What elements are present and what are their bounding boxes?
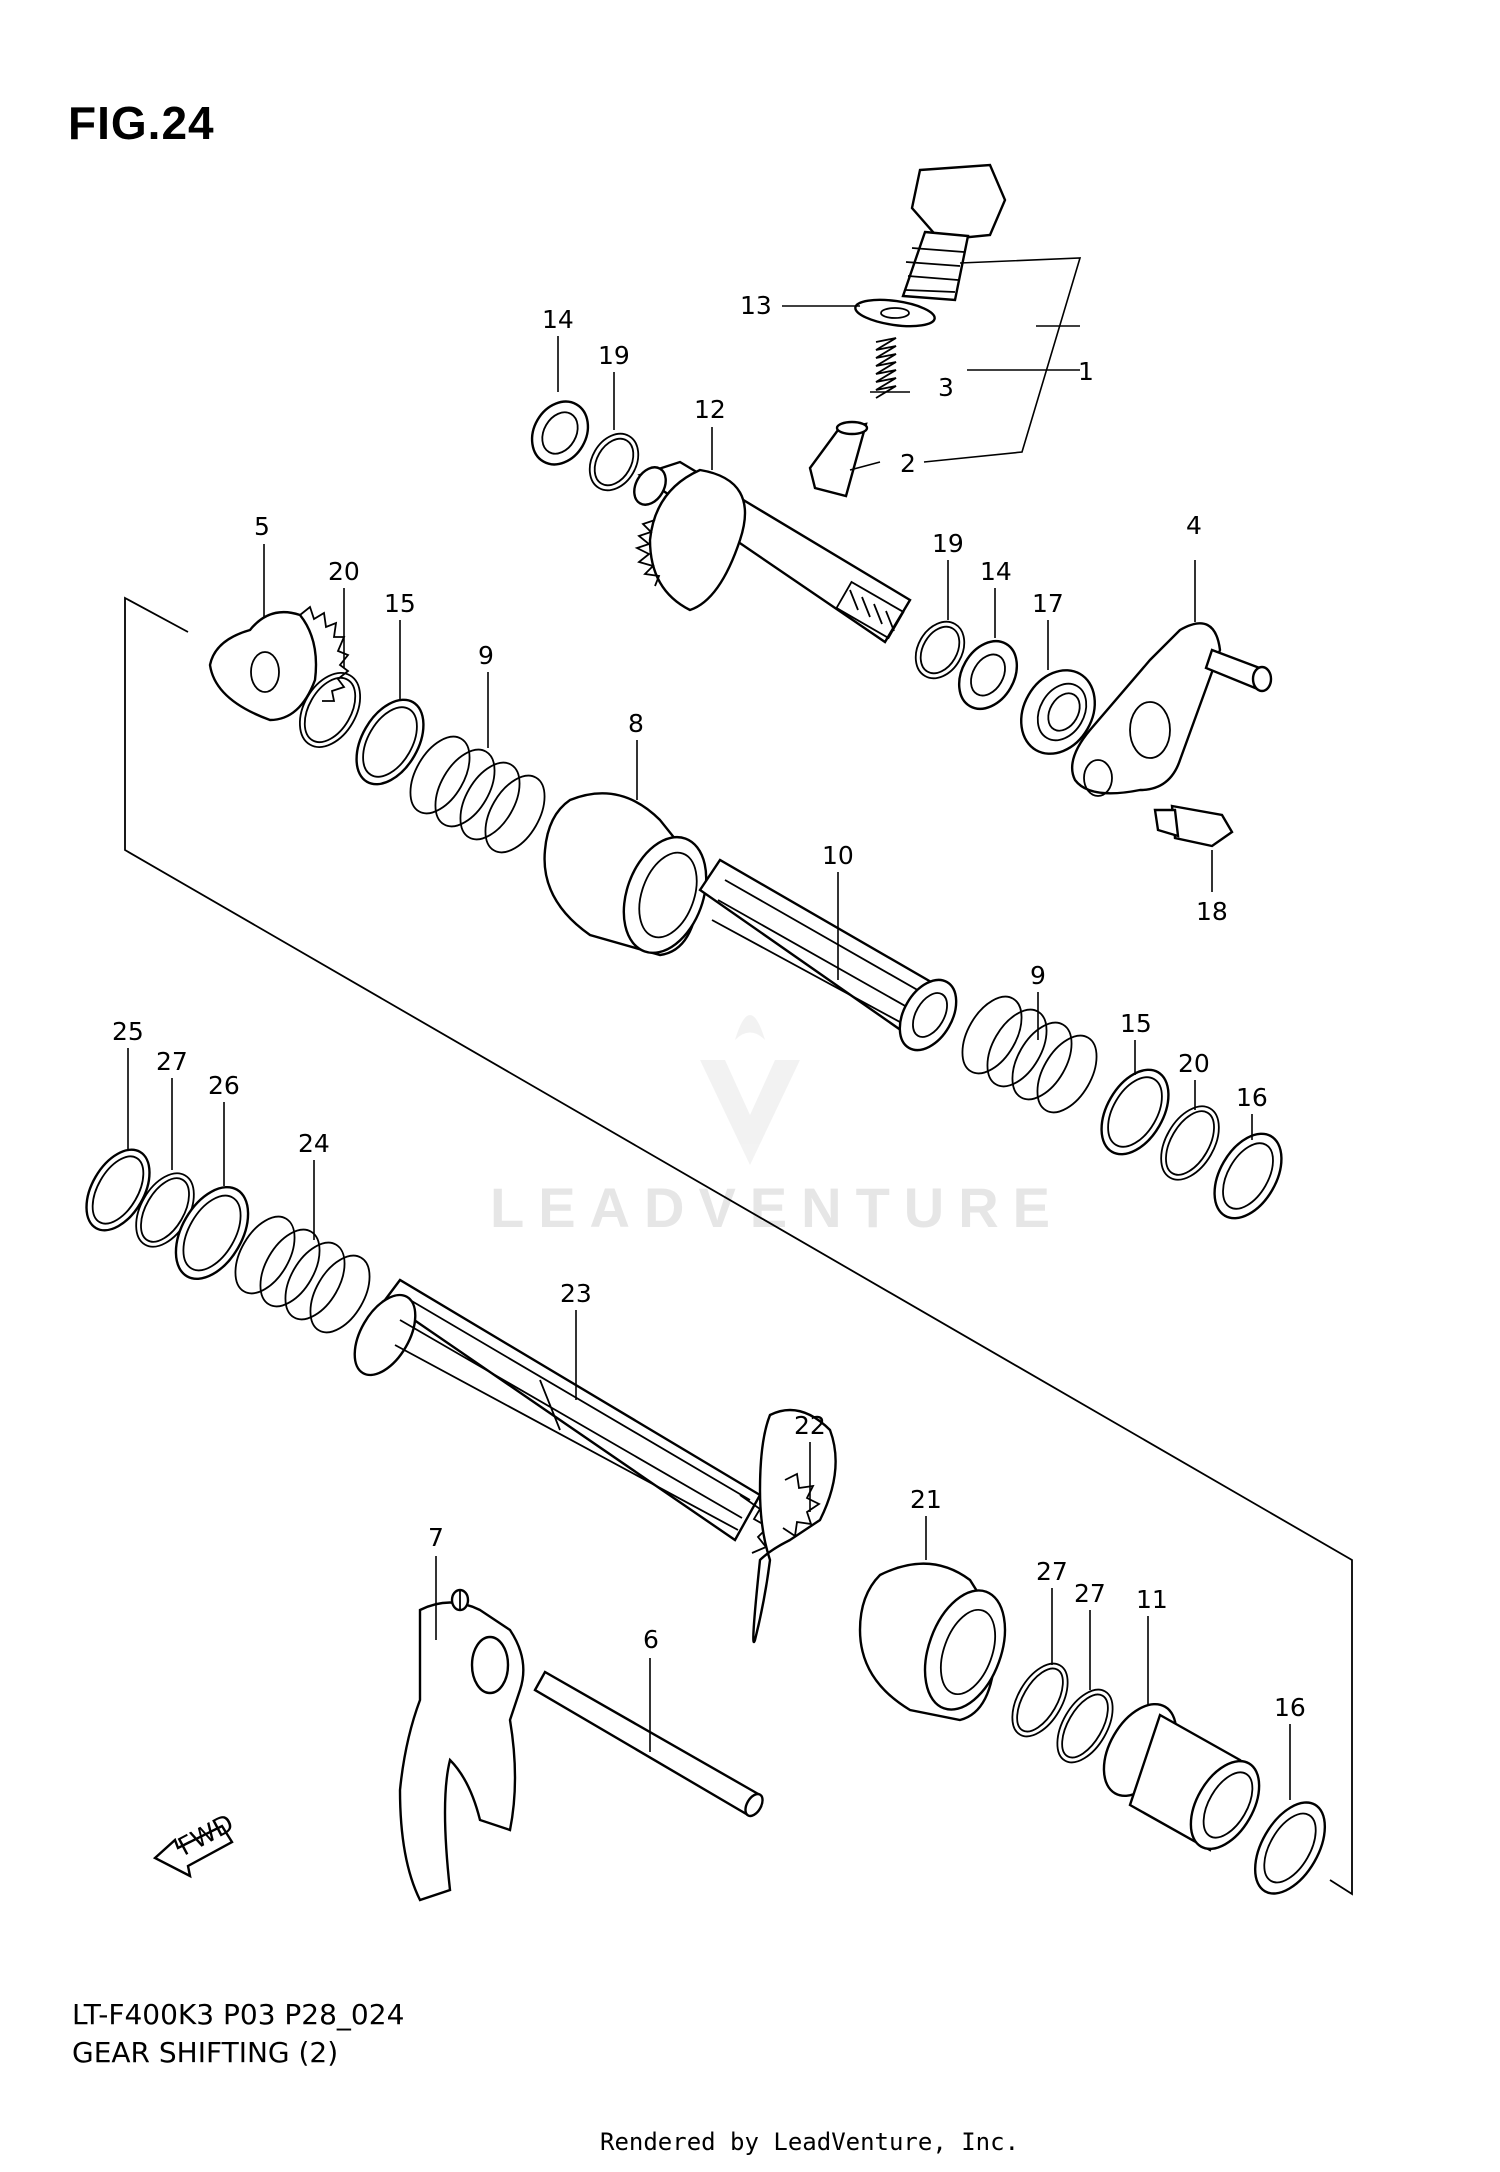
part-8-collar <box>543 792 708 957</box>
callout-20-upper: 20 <box>328 557 360 586</box>
callout-26: 26 <box>208 1071 240 1100</box>
render-credit: Rendered by LeadVenture, Inc. <box>600 2128 1020 2156</box>
callout-4: 4 <box>1186 511 1202 540</box>
part-26-washer <box>174 1185 250 1281</box>
callout-22: 22 <box>794 1411 826 1440</box>
callout-13: 13 <box>740 291 772 320</box>
callout-16-bottom: 16 <box>1274 1693 1306 1722</box>
part-20-circlip-right <box>1160 1105 1220 1181</box>
assembly-outline <box>124 596 1353 1896</box>
part-21-collar <box>858 1562 1007 1722</box>
part-12-shift-shaft <box>633 460 912 644</box>
callout-8: 8 <box>628 709 644 738</box>
part-9-spring-right <box>961 995 1098 1114</box>
model-code: LT-F400K3 P03 P28_024 <box>72 1998 405 2031</box>
callout-2: 2 <box>900 449 916 478</box>
part-3-spring <box>875 337 897 399</box>
part-18-bolt <box>1153 804 1234 848</box>
part-16-washer-mid <box>1213 1132 1283 1220</box>
callout-7: 7 <box>428 1523 444 1552</box>
callout-5: 5 <box>254 512 270 541</box>
part-4-shift-arm <box>1070 622 1273 797</box>
part-15-washer-right <box>1100 1068 1170 1156</box>
figure-caption: GEAR SHIFTING (2) <box>72 2036 339 2069</box>
callout-14-upper: 14 <box>542 305 574 334</box>
part-19-circlip-top <box>588 432 640 492</box>
callout-24: 24 <box>298 1129 330 1158</box>
part-14-washer-mid <box>957 640 1019 710</box>
callout-18: 18 <box>1196 897 1228 926</box>
part-9-spring-left <box>409 735 546 854</box>
part-11-bushing <box>1102 1702 1261 1852</box>
part-23-shaft <box>353 1278 770 1554</box>
part-10-shaft <box>698 858 958 1052</box>
part-27-circlip-a <box>1011 1662 1069 1738</box>
part-24-spring <box>234 1215 371 1334</box>
part-25-washer <box>85 1148 151 1232</box>
callout-27-bottom-a: 27 <box>1036 1557 1068 1586</box>
part-7-shift-fork <box>398 1588 525 1902</box>
part-16-washer-bottom <box>1253 1801 1327 1895</box>
callout-21: 21 <box>910 1485 942 1514</box>
callout-9-lower: 9 <box>1030 961 1046 990</box>
callout-27-bottom-b: 27 <box>1074 1579 1106 1608</box>
callout-12: 12 <box>694 395 726 424</box>
part-19-circlip-mid <box>914 620 966 680</box>
part-1-bolt <box>901 163 1007 302</box>
callout-19-mid: 19 <box>932 529 964 558</box>
callout-20-lower: 20 <box>1178 1049 1210 1078</box>
part-6-rod <box>533 1670 764 1818</box>
watermark-text: LEADVENTURE <box>490 1176 1065 1239</box>
callout-19-upper: 19 <box>598 341 630 370</box>
callout-1: 1 <box>1078 357 1094 386</box>
callout-labels: 1 2 3 4 5 6 7 8 9 9 10 11 12 13 14 14 15… <box>112 291 1306 1861</box>
callout-16-mid: 16 <box>1236 1083 1268 1112</box>
part-17-bearing <box>1020 669 1096 755</box>
callout-27-left: 27 <box>156 1047 188 1076</box>
callout-9-upper: 9 <box>478 641 494 670</box>
callout-11: 11 <box>1136 1585 1168 1614</box>
watermark-logo <box>700 1015 800 1165</box>
leader-lines <box>127 336 1291 1800</box>
callout-15-lower: 15 <box>1120 1009 1152 1038</box>
part-27-circlip-b <box>1056 1688 1114 1764</box>
part-14-washer-top <box>530 400 590 466</box>
callout-17: 17 <box>1032 589 1064 618</box>
part-22-stopper-plate <box>752 1408 837 1644</box>
callout-3: 3 <box>938 373 954 402</box>
callout-15-upper: 15 <box>384 589 416 618</box>
part-2-plunger <box>808 420 869 498</box>
part-15-washer-left <box>355 698 425 786</box>
callout-25: 25 <box>112 1017 144 1046</box>
figure-title: FIG.24 <box>68 97 215 149</box>
callout-14-mid: 14 <box>980 557 1012 586</box>
callout-23: 23 <box>560 1279 592 1308</box>
fwd-arrow-icon <box>152 1824 234 1879</box>
part-5-gear <box>208 605 350 722</box>
callout-6: 6 <box>643 1625 659 1654</box>
part-13-washer <box>854 298 936 328</box>
part-20-circlip-left <box>298 672 362 748</box>
callout-10: 10 <box>822 841 854 870</box>
